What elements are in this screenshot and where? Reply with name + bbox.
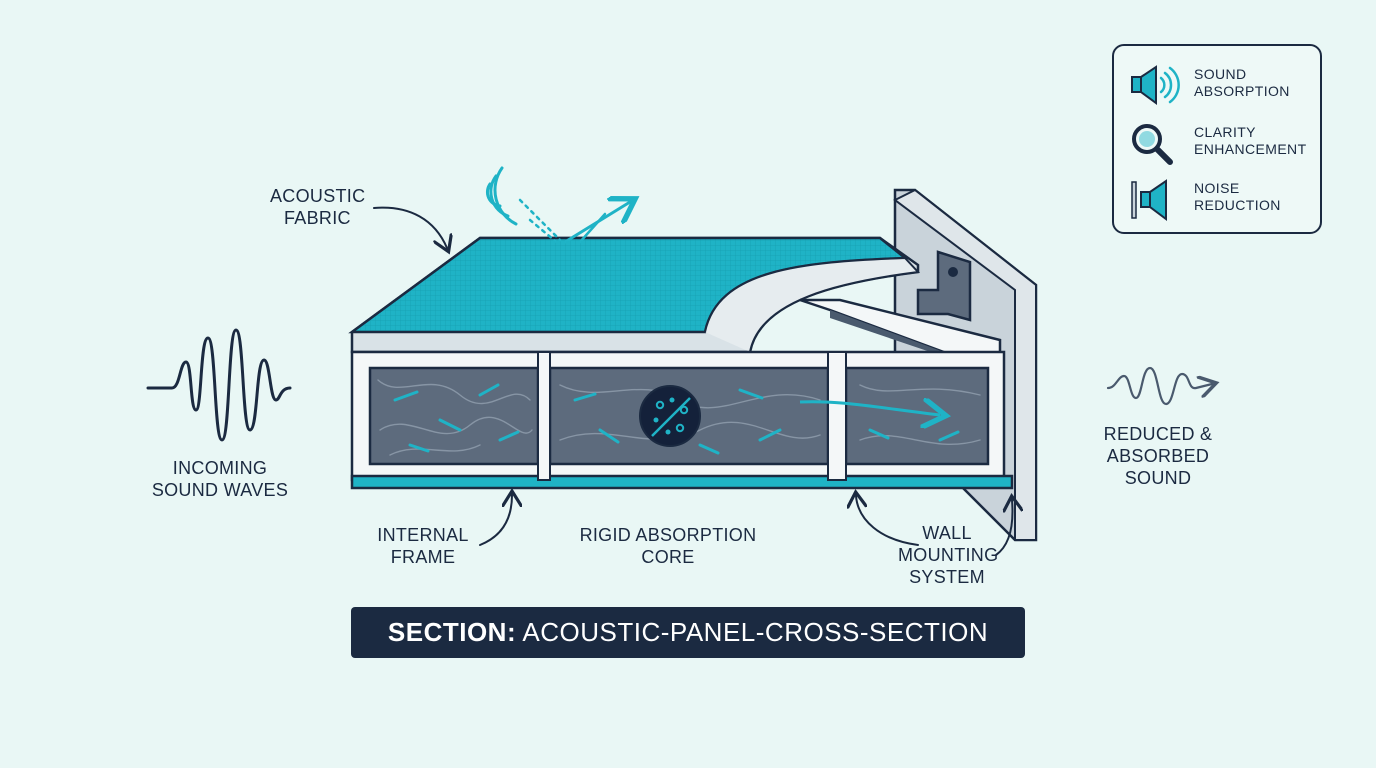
magnifier-icon <box>1132 124 1173 165</box>
incoming-line-1: INCOMING <box>172 458 268 478</box>
wall-bracket <box>916 250 972 322</box>
internal-frame-line-1: INTERNAL <box>377 525 469 545</box>
reduced-sound-label: REDUCED & ABSORBED SOUND <box>1096 423 1220 489</box>
section-title-bar: SECTION: ACOUSTIC-PANEL-CROSS-SECTION <box>351 607 1025 658</box>
mount-callout-arrow-left <box>856 496 919 546</box>
legend-item-sound-absorption: SOUND ABSORPTION <box>1130 62 1320 108</box>
mount-callout-arrow-right <box>995 500 1012 556</box>
legend-text-noise-reduction: NOISE REDUCTION <box>1194 180 1281 214</box>
reduced-sound-wave-icon <box>1106 366 1212 406</box>
incoming-sound-wave-icon <box>146 328 292 442</box>
wall-mount-label: WALL MOUNTING SYSTEM <box>898 522 999 588</box>
section-name: ACOUSTIC-PANEL-CROSS-SECTION <box>522 617 989 647</box>
fabric-callout-arrow <box>373 206 447 248</box>
core-line-2: CORE <box>641 547 695 567</box>
core-line-1: RIGID ABSORPTION <box>579 525 757 545</box>
wall-mount-line-2: MOUNTING <box>898 545 999 565</box>
wall-mount-line-3: SYSTEM <box>909 567 985 587</box>
legend-2-line-1: CLARITY <box>1194 124 1256 140</box>
internal-frame-line-2: FRAME <box>390 547 456 567</box>
dissipation-arrow <box>799 402 940 415</box>
legend-item-noise-reduction: NOISE REDUCTION <box>1130 176 1320 222</box>
legend-2-line-2: ENHANCEMENT <box>1194 141 1307 157</box>
legend-3-line-1: NOISE <box>1194 180 1240 196</box>
core-particle-icon <box>639 385 701 447</box>
reduced-line-3: SOUND <box>1124 468 1192 488</box>
legend-1-line-1: SOUND <box>1194 66 1247 82</box>
speaker-blocked-icon <box>1131 179 1167 221</box>
incoming-sound-label: INCOMING SOUND WAVES <box>146 457 294 501</box>
reduced-line-2: ABSORBED <box>1106 446 1210 466</box>
legend-text-sound-absorption: SOUND ABSORPTION <box>1194 66 1290 100</box>
acoustic-fabric-layer <box>348 236 921 354</box>
acoustic-fabric-line-1: ACOUSTIC <box>270 186 366 206</box>
acoustic-fabric-label: ACOUSTIC FABRIC <box>270 185 365 229</box>
legend-1-line-2: ABSORPTION <box>1194 83 1290 99</box>
legend-box: SOUND ABSORPTION CLARITY ENHANCEMENT <box>1112 44 1322 234</box>
internal-frame-label: INTERNAL FRAME <box>368 524 478 568</box>
core-label: RIGID ABSORPTION CORE <box>570 524 766 568</box>
speaker-waves-icon <box>1131 65 1180 105</box>
acoustic-fabric-line-2: FABRIC <box>284 208 351 228</box>
wall-mount-line-1: WALL <box>922 523 972 543</box>
legend-3-line-2: REDUCTION <box>1194 197 1281 213</box>
legend-item-clarity-enhancement: CLARITY ENHANCEMENT <box>1130 120 1320 166</box>
section-prefix: SECTION: <box>387 617 517 647</box>
reduced-line-1: REDUCED & <box>1103 424 1213 444</box>
incoming-line-2: SOUND WAVES <box>151 480 289 500</box>
absorption-core-fibers <box>377 379 981 456</box>
surface-sound-icon <box>485 166 630 247</box>
legend-text-clarity-enhancement: CLARITY ENHANCEMENT <box>1194 124 1307 158</box>
frame-callout-arrow <box>479 495 512 546</box>
